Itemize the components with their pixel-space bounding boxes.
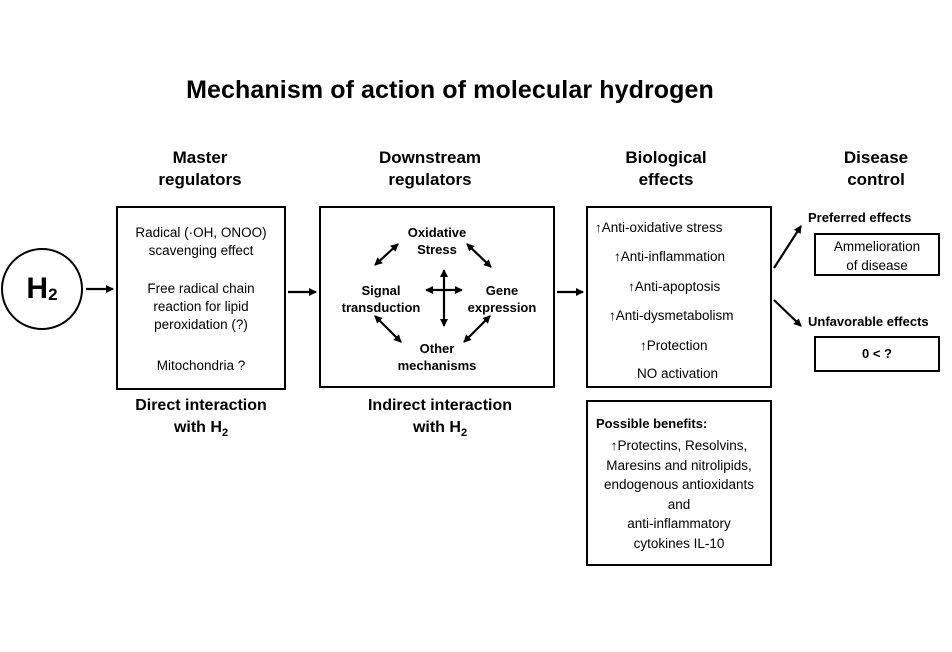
benefit-line: ↑Protectins, Resolvins,: [610, 438, 748, 453]
disease-heading-line1: Disease: [843, 148, 909, 167]
indirect-interaction-label: Indirect interaction with H2: [340, 395, 540, 440]
amelioration-line: of disease: [846, 258, 908, 273]
master-item-line: scavenging effect: [148, 243, 254, 258]
node-line: expression: [467, 300, 537, 315]
direct-interaction-prefix: with H: [173, 419, 222, 436]
indirect-interaction-prefix: with H: [412, 419, 461, 436]
preferred-effects-label: Preferred effects: [808, 210, 912, 225]
benefits-title: Possible benefits:: [596, 416, 708, 431]
node-line: Stress: [417, 242, 457, 257]
unfavorable-effects-label: Unfavorable effects: [808, 314, 929, 329]
node-line: transduction: [341, 300, 421, 315]
effect-anti-dysmetabolism: ↑Anti-dysmetabolism: [609, 308, 734, 323]
unfavorable-effects-box: 0 < ?: [814, 336, 940, 372]
biological-effects-heading: Biological effects: [586, 147, 746, 191]
direct-interaction-line2: with H2: [110, 417, 292, 440]
arrow-oxidative-gene: [466, 243, 492, 268]
indirect-interaction-line1: Indirect interaction: [367, 397, 513, 414]
benefits-list: ↑Protectins, Resolvins, Maresins and nit…: [588, 436, 770, 553]
arrow-oxidative-signal: [374, 243, 399, 266]
arrow-signal-other: [374, 315, 402, 343]
biological-heading-line2: effects: [638, 170, 694, 189]
possible-benefits-box: Possible benefits: ↑Protectins, Resolvin…: [586, 400, 772, 566]
master-item-line: reaction for lipid: [153, 299, 249, 314]
oxidative-stress-node: Oxidative Stress: [383, 224, 491, 258]
unfavorable-value: 0 < ?: [862, 346, 892, 361]
effect-protection: ↑Protection: [640, 338, 708, 353]
mitochondria-item: Mitochondria ?: [156, 358, 246, 373]
effect-anti-apoptosis: ↑Anti-apoptosis: [628, 279, 721, 294]
h2-node-main: H: [26, 272, 49, 305]
direct-interaction-line1: Direct interaction: [135, 397, 267, 414]
downstream-regulators-heading: Downstream regulators: [340, 147, 520, 191]
biological-effects-box: ↑Anti-oxidative stress ↑Anti-inflammatio…: [586, 206, 772, 388]
direct-interaction-label: Direct interaction with H2: [110, 395, 292, 440]
master-heading-line1: Master: [172, 148, 228, 167]
benefit-line: Maresins and nitrolipids,: [606, 457, 752, 473]
node-line: mechanisms: [397, 358, 477, 373]
signal-transduction-node: Signal transduction: [333, 282, 429, 316]
disease-control-heading: Disease control: [806, 147, 946, 191]
arrow-to-preferred: [773, 225, 802, 269]
master-item-line: peroxidation (?): [154, 317, 248, 332]
master-item-line: Radical (·OH, ONOO): [135, 225, 267, 240]
gene-expression-node: Gene expression: [461, 282, 543, 316]
downstream-regulators-box: Oxidative Stress Signal transduction Gen…: [319, 206, 555, 388]
effect-anti-inflammation: ↑Anti-inflammation: [614, 249, 726, 264]
disease-heading-line2: control: [847, 170, 905, 189]
h2-node-subscript: 2: [48, 285, 58, 304]
biological-heading-line1: Biological: [625, 148, 707, 167]
indirect-interaction-line2: with H2: [340, 417, 540, 440]
master-regulators-box: Radical (·OH, ONOO) scavenging effect Fr…: [116, 206, 286, 390]
amelioration-text: Ammelioration of disease: [816, 237, 938, 275]
arrow-gene-other: [463, 315, 491, 343]
benefit-line: cytokines IL-10: [633, 535, 725, 551]
diagram-title: Mechanism of action of molecular hydroge…: [186, 76, 714, 104]
effect-anti-oxidative: ↑Anti-oxidative stress: [595, 220, 723, 235]
master-item-line: Free radical chain: [147, 281, 255, 296]
benefit-line: endogenous antioxidants: [603, 477, 755, 492]
benefit-line: anti-inflammatory: [627, 516, 731, 531]
direct-interaction-subscript: 2: [221, 427, 229, 439]
radical-scavenging-item: Radical (·OH, ONOO) scavenging effect: [118, 224, 284, 260]
indirect-interaction-subscript: 2: [460, 427, 468, 439]
downstream-heading-line1: Downstream: [378, 148, 482, 167]
node-line: Gene: [485, 283, 519, 298]
lipid-peroxidation-item: Free radical chain reaction for lipid pe…: [118, 280, 284, 334]
amelioration-line: Ammelioration: [833, 239, 921, 254]
node-line: Signal: [361, 283, 401, 298]
master-regulators-heading: Master regulators: [120, 147, 280, 191]
node-line: Other: [419, 341, 455, 356]
node-line: Oxidative: [407, 225, 467, 240]
downstream-heading-line2: regulators: [388, 170, 472, 189]
benefit-line: and: [667, 496, 691, 512]
arrow-to-unfavorable: [773, 299, 802, 327]
other-mechanisms-node: Other mechanisms: [383, 340, 491, 374]
effect-no-activation: NO activation: [637, 366, 719, 381]
preferred-effects-box: Ammelioration of disease: [814, 233, 940, 276]
master-heading-line2: regulators: [158, 170, 242, 189]
